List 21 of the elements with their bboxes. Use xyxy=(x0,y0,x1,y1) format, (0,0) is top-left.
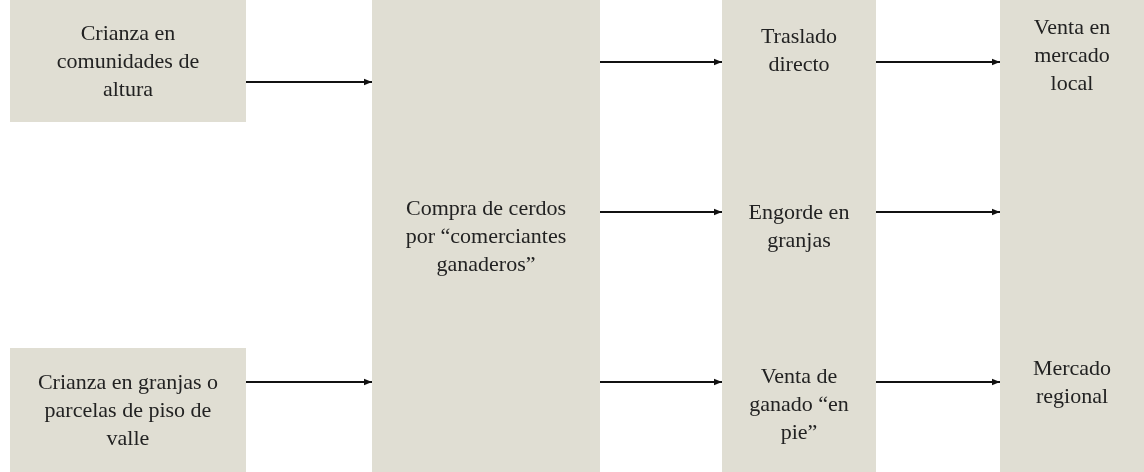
node-text: Traslado directo xyxy=(759,22,839,78)
process-box xyxy=(10,0,246,122)
node-text: Compra de cerdos por “comerciantes ganaderos” xyxy=(404,194,568,278)
column-band xyxy=(722,0,876,472)
node-text: Venta en mercado local xyxy=(1032,13,1112,97)
node-text: Crianza en comunidades de altura xyxy=(55,19,201,103)
arrow xyxy=(599,208,723,216)
node-text: Crianza en granjas o parcelas de piso de valle xyxy=(36,368,220,452)
arrow xyxy=(599,58,723,66)
arrow xyxy=(599,378,723,386)
column-band xyxy=(1000,0,1144,472)
node-text: Mercado regional xyxy=(1031,354,1113,410)
node-text: Venta de ganado “en pie” xyxy=(749,362,849,446)
process-box xyxy=(372,0,600,472)
process-box xyxy=(10,348,246,472)
arrow xyxy=(875,378,1001,386)
arrow xyxy=(245,378,373,386)
node-text: Engorde en granjas xyxy=(747,198,851,254)
arrow xyxy=(245,78,373,86)
arrow xyxy=(875,208,1001,216)
arrow xyxy=(875,58,1001,66)
